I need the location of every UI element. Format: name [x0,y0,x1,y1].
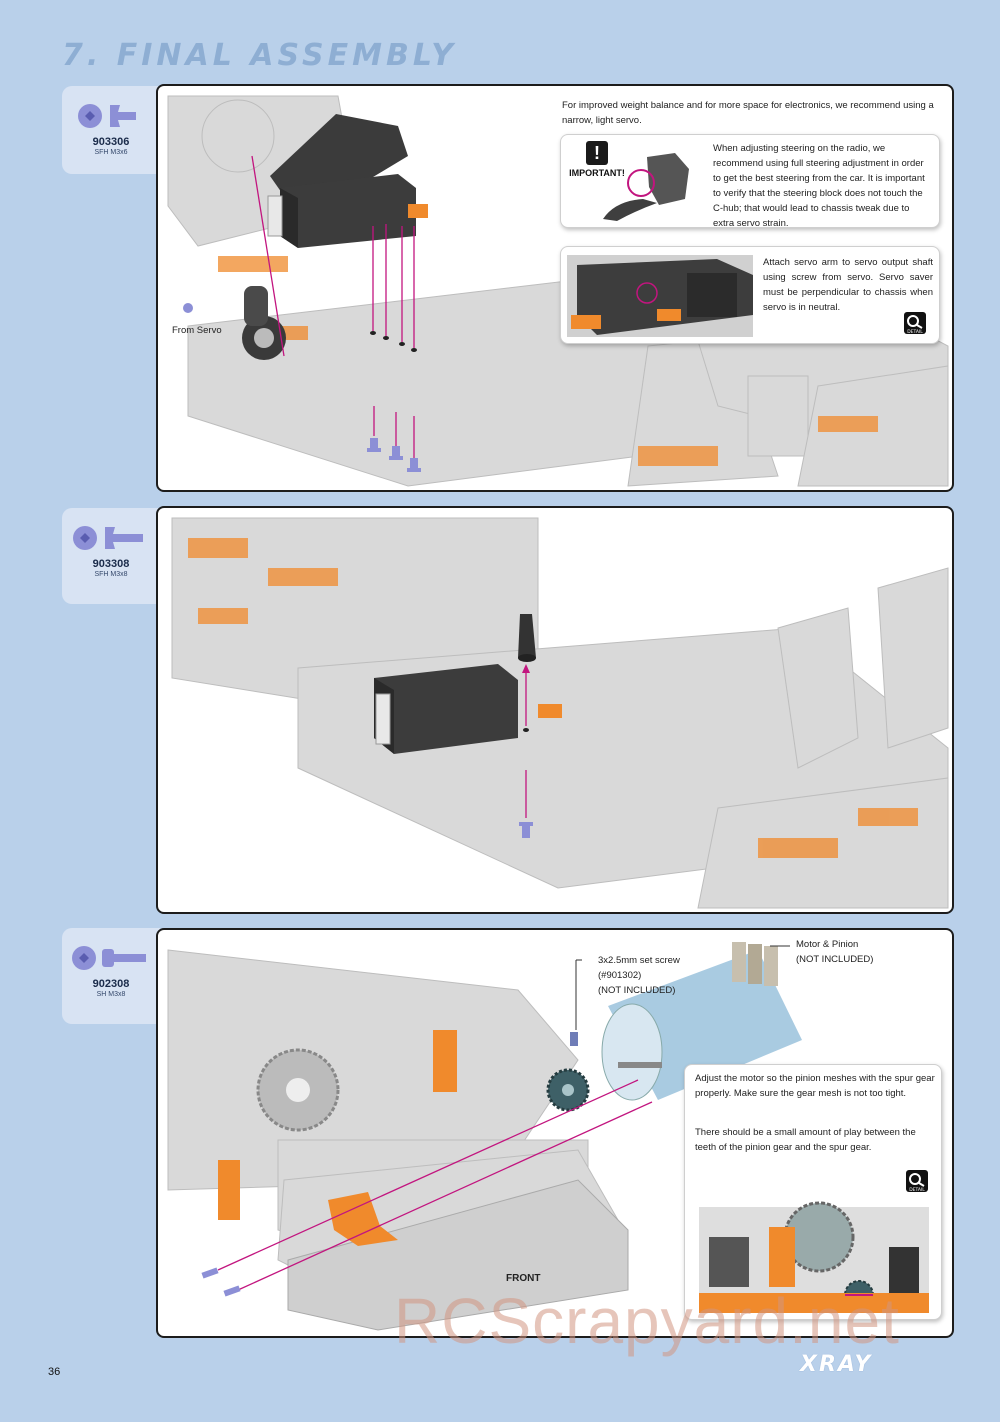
detail-callout-1: Attach servo arm to servo output shaft u… [560,246,940,344]
part-tab-1: 903306 SFH M3x6 [62,86,160,174]
part-desc: SFH M3x6 [94,149,128,156]
part-tab-3: 902308 SH M3x8 [62,928,160,1024]
important-text: When adjusting steering on the radio, we… [713,143,925,229]
gear-mesh-detail-image [699,1201,929,1313]
part-desc: SFH M3x8 [94,571,128,578]
servo-arm-detail-image [567,255,753,337]
motor-label-1: Motor & Pinion [796,939,859,950]
set-screw-label-2: (#901302) [598,970,642,981]
step-2-panel [156,506,954,914]
motor-image [601,950,802,1101]
warning-icon: ! [586,141,608,165]
detail-text-2a: Adjust the motor so the pinion meshes wi… [695,1073,935,1099]
step-1-panel: For improved weight balance and for more… [156,84,954,492]
page-number: 36 [48,1366,61,1378]
page-title: 7. FINAL ASSEMBLY [62,38,457,73]
part-code: 902308 [92,978,130,990]
set-screw-label-1: 3x2.5mm set screw [598,955,680,966]
from-servo-label: From Servo [172,325,222,336]
important-callout: ! IMPORTANT! When adjusting steering on … [560,134,940,229]
socket-head-screw-icon [72,946,146,970]
flat-head-screw-icon [73,526,143,550]
part-desc: SH M3x8 [96,991,126,998]
part-code: 903306 [92,136,130,148]
detail-magnifier-icon: DETAIL [906,1170,928,1193]
detail-callout-2: Adjust the motor so the pinion meshes wi… [684,1064,942,1320]
detail-text-2b: There should be a small amount of play b… [695,1127,916,1153]
detail-magnifier-icon: DETAIL [904,312,926,335]
step-2-illustration [171,517,949,909]
brand-logo: XRAY [800,1352,873,1377]
step-3-panel: 3x2.5mm set screw (#901302) (NOT INCLUDE… [156,928,954,1338]
step-1-illustration [167,95,949,487]
part-code: 903308 [92,558,130,570]
step-1-intro: For improved weight balance and for more… [562,100,934,126]
watermark: RCScrapyard.net [394,1285,900,1357]
steering-block-image [603,153,689,221]
detail-label: DETAIL [907,329,923,335]
flat-head-screw-icon [78,104,136,128]
part-tab-2: 903308 SFH M3x8 [62,508,160,604]
set-screw-label-3: (NOT INCLUDED) [598,985,676,996]
detail-label: DETAIL [909,1187,925,1193]
important-label: IMPORTANT! [569,168,625,178]
motor-label-2: (NOT INCLUDED) [796,954,874,965]
front-label: FRONT [506,1273,541,1284]
detail-text-1: Attach servo arm to servo output shaft u… [763,257,933,313]
step-3-illustration [167,942,802,1331]
important-badge: ! IMPORTANT! [567,141,627,178]
